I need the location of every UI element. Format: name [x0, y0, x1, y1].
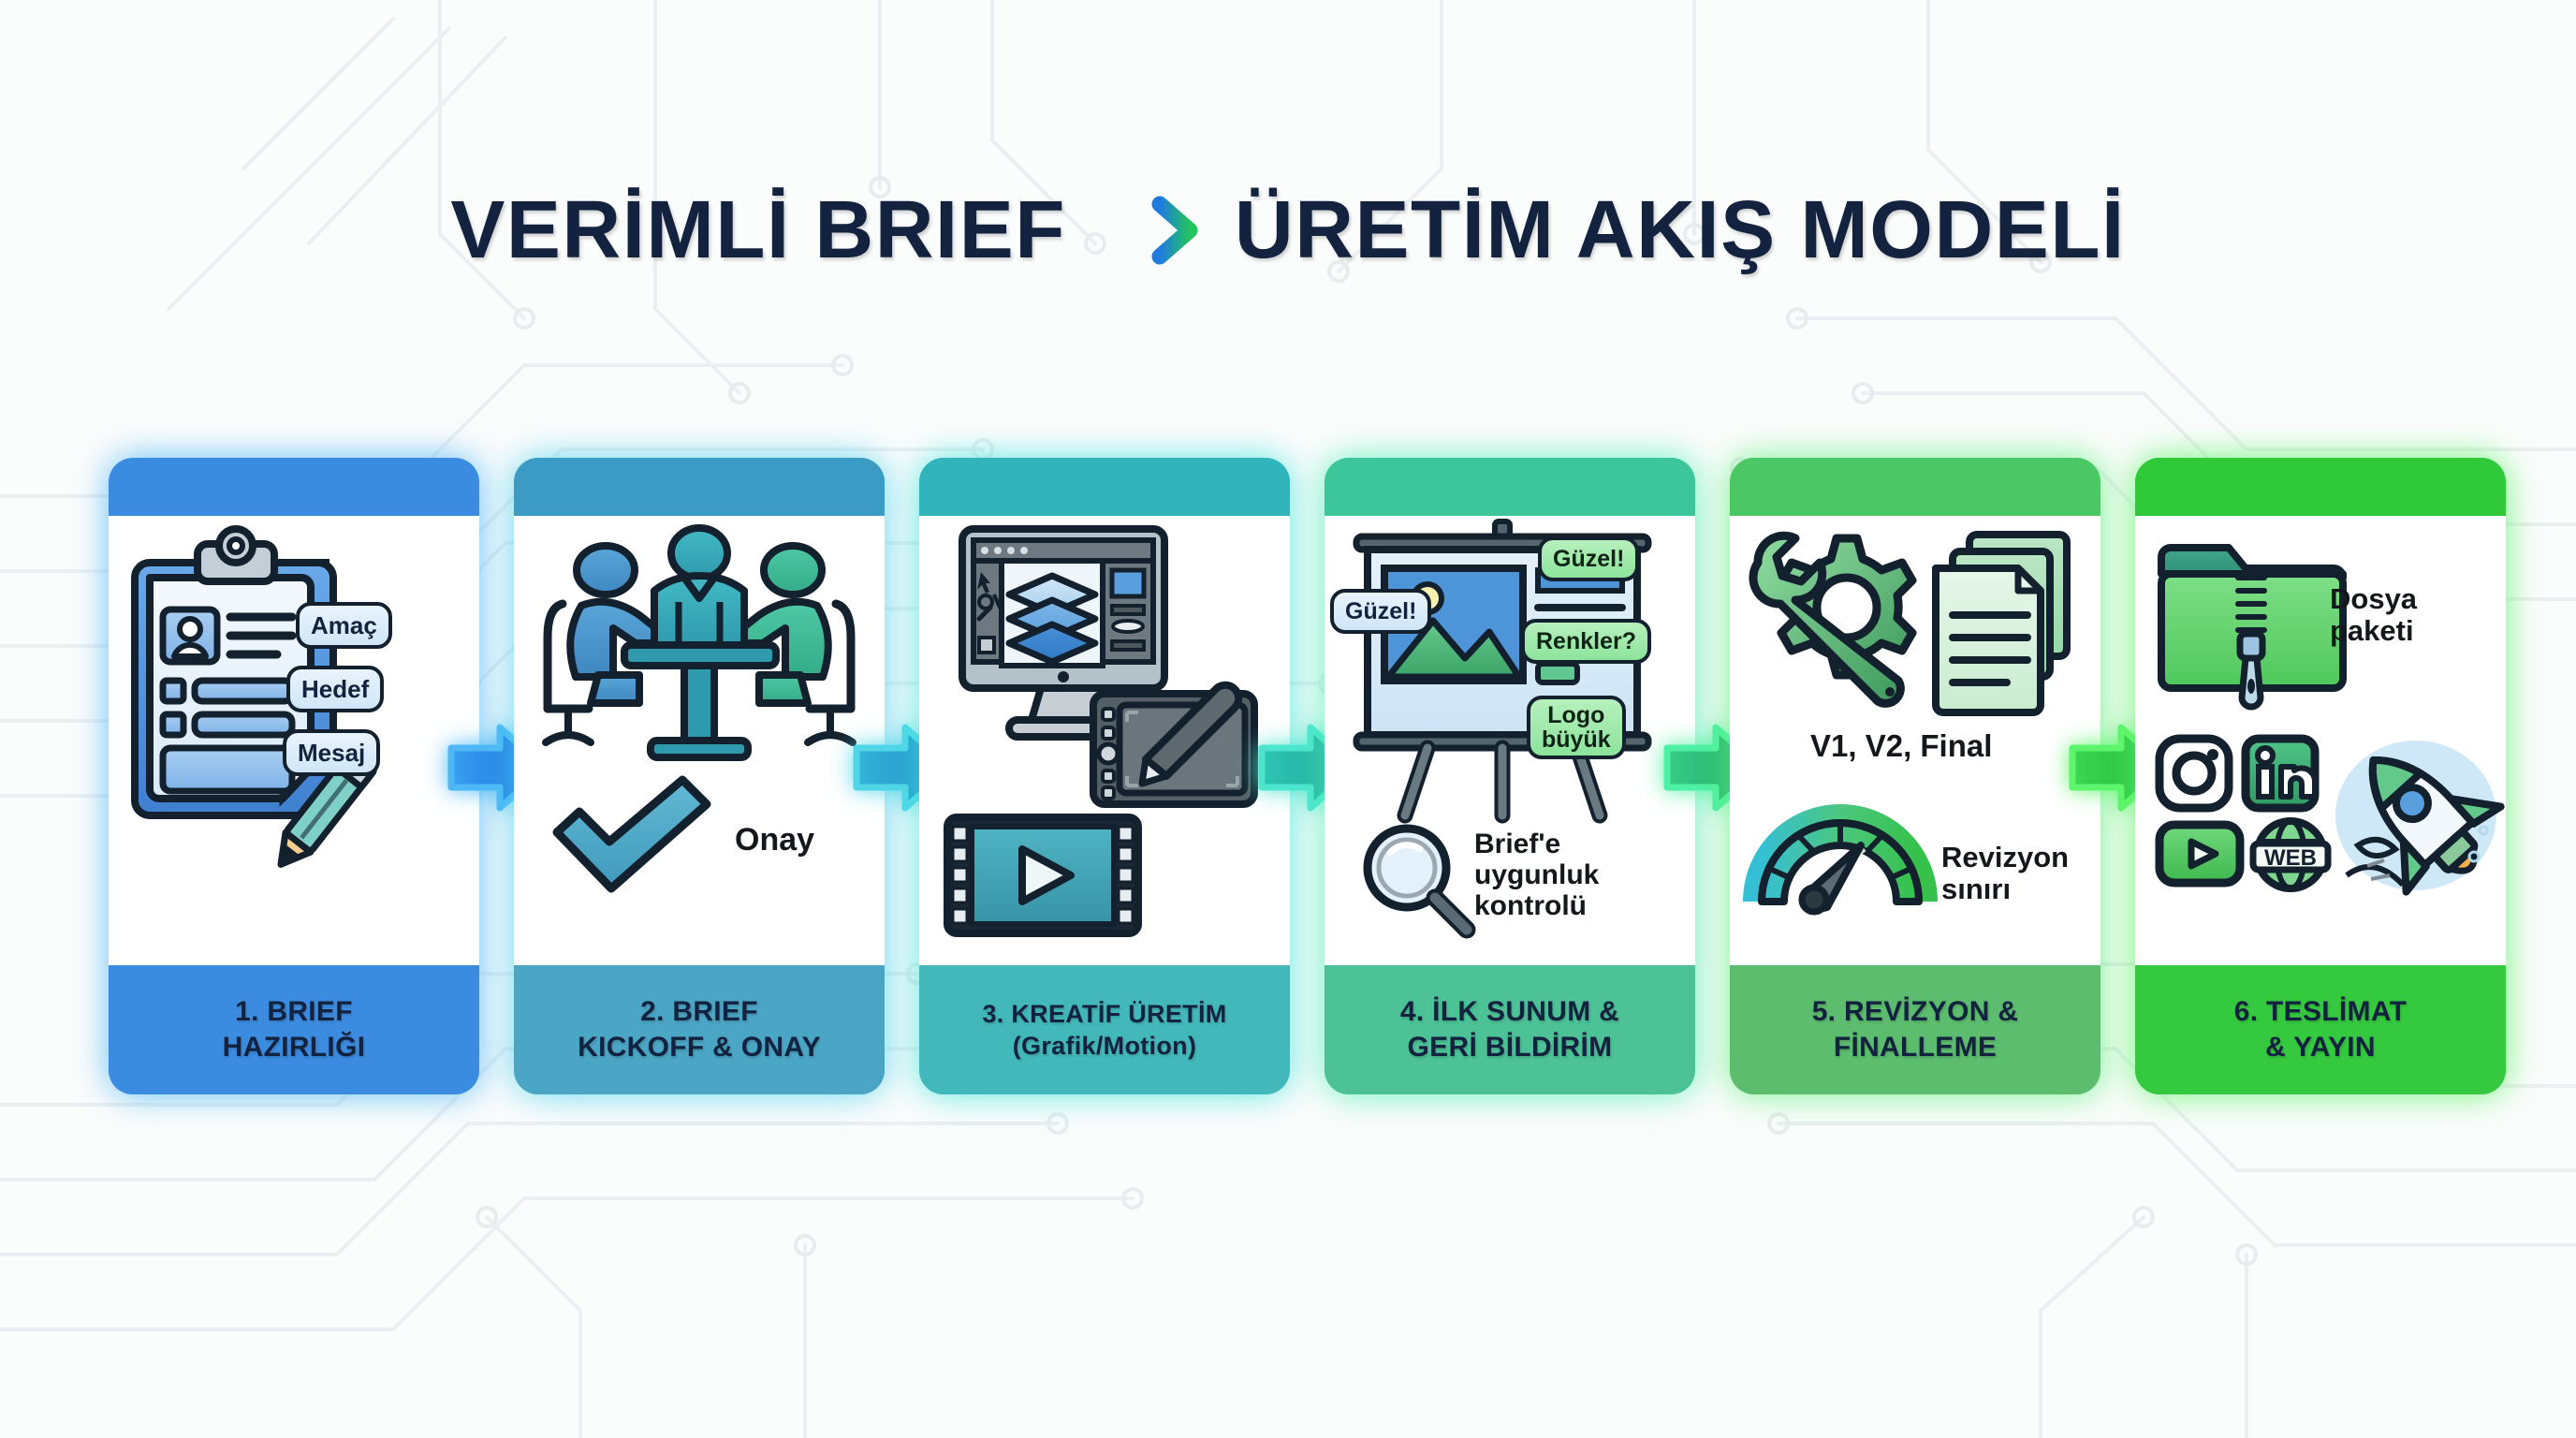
dosya-paketi-caption: Dosya paketi	[2330, 582, 2418, 648]
footer-line-1: 2. BRIEF	[640, 996, 758, 1028]
onay-caption: Onay	[735, 822, 815, 858]
clipboard-illustration	[131, 525, 377, 868]
bubble-amac: Amaç	[296, 602, 392, 649]
page-title: VERİMLİ BRIEF ÜRETİM AKIŞ MODELİ	[0, 183, 2576, 277]
process-flow-row: Amaç Hedef Mesaj 1. BRIEF HAZIRLIĞI	[109, 458, 2506, 1094]
caption-line-1: Revizyon	[1941, 841, 2070, 873]
card-header-bar	[109, 458, 479, 516]
step-card-brief-hazirligi[interactable]: Amaç Hedef Mesaj 1. BRIEF HAZIRLIĞI	[109, 458, 479, 1094]
caption-line-2: sınırı	[1941, 873, 2012, 906]
gear-wrench-icon	[1749, 531, 1917, 708]
uygunluk-kontrolu-caption: Brief'e uygunluk kontrolü	[1474, 829, 1599, 921]
title-part-before: VERİMLİ BRIEF	[450, 184, 1066, 275]
card-illustration: Amaç Hedef Mesaj	[109, 516, 479, 965]
footer-line-1: 3. KREATİF ÜRETİM	[982, 999, 1227, 1028]
card-illustration: Güzel! Güzel! Renkler? Logo büyük Brief'…	[1325, 516, 1695, 965]
footer-line-2: & YAYIN	[2265, 1032, 2376, 1063]
step-card-teslimat-yayin[interactable]: WEB	[2135, 458, 2506, 1094]
desktop-monitor-icon	[959, 525, 1168, 741]
connector-4-5	[1663, 458, 1764, 1094]
footer-line-2: KICKOFF & ONAY	[578, 1032, 821, 1063]
caption-line-1: Brief'e	[1474, 829, 1561, 859]
gauge-icon	[1743, 804, 1938, 916]
bubble-renkler: Renkler?	[1521, 619, 1651, 664]
card-header-bar	[919, 458, 1290, 516]
bubble-guzel-left: Güzel!	[1330, 589, 1432, 634]
card-footer: 4. İLK SUNUM & GERİ BİLDİRİM	[1325, 965, 1695, 1094]
connector-3-4	[1258, 458, 1359, 1094]
person-right-icon	[720, 542, 856, 746]
instagram-icon	[2155, 734, 2233, 813]
web-label: WEB	[2264, 845, 2317, 871]
card-illustration: Onay	[514, 516, 885, 965]
card-illustration: WEB	[2135, 516, 2506, 965]
caption-line-2: paketi	[2330, 614, 2414, 648]
footer-line-1: 1. BRIEF	[235, 996, 353, 1028]
title-part-after: ÜRETİM AKIŞ MODELİ	[1234, 184, 2126, 275]
bubble-guzel-right: Güzel!	[1538, 536, 1640, 581]
footer-line-1: 6. TESLİMAT	[2233, 996, 2408, 1028]
revision-illustration	[1743, 531, 2071, 916]
versiyon-caption: V1, V2, Final	[1810, 728, 1993, 763]
card-footer: 1. BRIEF HAZIRLIĞI	[109, 965, 479, 1094]
caption-line-2: uygunluk	[1474, 859, 1600, 890]
layers-icon	[1005, 572, 1099, 666]
footer-line-1: 5. REVİZYON &	[1811, 996, 2019, 1028]
youtube-icon	[2155, 820, 2245, 888]
bubble-mesaj: Mesaj	[283, 729, 381, 776]
footer-line-1: 4. İLK SUNUM &	[1399, 996, 1620, 1028]
connector-5-6	[2069, 458, 2170, 1094]
creative-production-illustration	[944, 525, 1258, 937]
web-globe-icon: WEB	[2249, 817, 2332, 892]
step-card-brief-kickoff-onay[interactable]: Onay 2. BRIEF KICKOFF & ONAY	[514, 458, 885, 1094]
footer-line-2: GERİ BİLDİRİM	[1407, 1032, 1613, 1063]
magnifier-icon	[1363, 824, 1476, 939]
person-left-icon	[542, 542, 679, 746]
arrow-right-gradient-icon	[1097, 196, 1198, 265]
caption-line-3: kontrolü	[1474, 890, 1587, 921]
linkedin-icon	[2241, 734, 2320, 813]
connector-2-3	[853, 458, 954, 1094]
zip-folder-icon	[2158, 544, 2347, 711]
card-footer: 6. TESLİMAT & YAYIN	[2135, 965, 2506, 1094]
footer-line-2: HAZIRLIĞI	[222, 1032, 366, 1063]
documents-stack-icon	[1932, 531, 2071, 716]
person-center-icon	[651, 524, 748, 653]
card-header-bar	[1325, 458, 1695, 516]
bubble-logo-buyuk: Logo büyük	[1527, 696, 1626, 759]
connector-1-2	[447, 458, 549, 1094]
step-card-ilk-sunum-geri-bildirim[interactable]: Güzel! Güzel! Renkler? Logo büyük Brief'…	[1325, 458, 1695, 1094]
meeting-illustration	[542, 524, 856, 893]
card-header-bar	[1730, 458, 2100, 516]
caption-line-1: Dosya	[2330, 582, 2418, 615]
card-footer: 2. BRIEF KICKOFF & ONAY	[514, 965, 885, 1094]
card-illustration	[919, 516, 1290, 965]
card-header-bar	[514, 458, 885, 516]
bubble-hedef: Hedef	[286, 666, 385, 712]
delivery-illustration: WEB	[2155, 544, 2505, 896]
step-card-revizyon-finalleme[interactable]: V1, V2, Final Revizyon sınırı 5. REVİZYO…	[1730, 458, 2100, 1094]
checkmark-icon	[552, 775, 711, 893]
footer-line-2: FİNALLEME	[1833, 1032, 1998, 1063]
footer-line-2: (Grafik/Motion)	[1012, 1032, 1197, 1060]
film-play-icon	[944, 814, 1142, 937]
card-illustration: V1, V2, Final Revizyon sınırı	[1730, 516, 2100, 965]
card-footer: 5. REVİZYON & FİNALLEME	[1730, 965, 2100, 1094]
step-card-kreatif-uretim[interactable]: 3. KREATİF ÜRETİM (Grafik/Motion)	[919, 458, 1290, 1094]
card-footer: 3. KREATİF ÜRETİM (Grafik/Motion)	[919, 965, 1290, 1094]
revizyon-siniri-caption: Revizyon sınırı	[1941, 841, 2070, 906]
graphics-tablet-icon	[1090, 681, 1258, 808]
stylus-icon	[1138, 681, 1243, 787]
rocket-icon	[2335, 741, 2505, 896]
card-header-bar	[2135, 458, 2506, 516]
